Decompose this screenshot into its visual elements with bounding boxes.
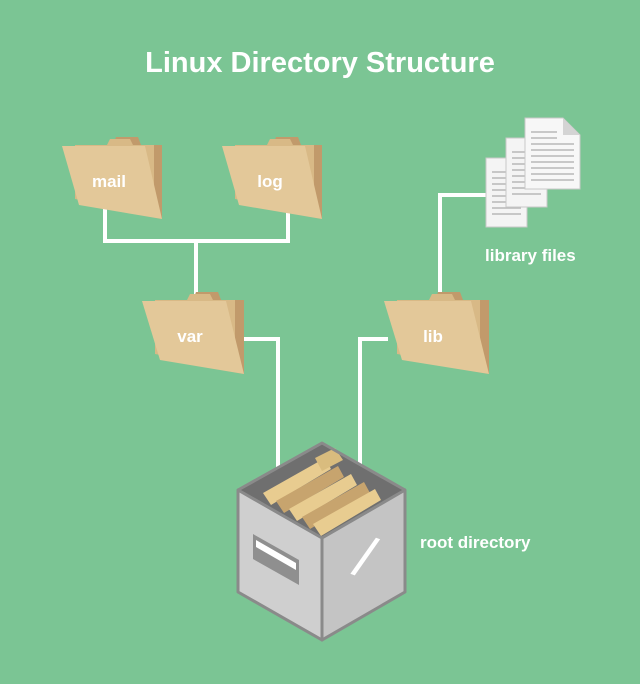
- connector-lines: [103, 188, 487, 472]
- box-file-tabs: [263, 448, 381, 536]
- diagram-title: Linux Directory Structure: [145, 47, 495, 79]
- folder-label-log: log: [257, 172, 283, 191]
- connector-lib-files: [438, 193, 487, 294]
- document-front-icon: [524, 117, 581, 190]
- folder-icon-log[interactable]: log: [222, 137, 322, 219]
- folder-icon-lib[interactable]: lib: [384, 292, 489, 374]
- folder-icon-mail[interactable]: mail: [62, 137, 162, 219]
- connector-lib-root: [358, 337, 388, 472]
- connector-var-root: [241, 337, 280, 472]
- library-files-icon[interactable]: [485, 117, 581, 228]
- root-directory-label: root directory: [420, 533, 531, 552]
- folder-icon-var[interactable]: var: [142, 292, 244, 374]
- folder-label-mail: mail: [92, 172, 126, 191]
- library-files-label: library files: [485, 246, 576, 265]
- folder-label-var: var: [177, 327, 203, 346]
- folder-label-lib: lib: [423, 327, 443, 346]
- root-directory-box-icon[interactable]: /: [236, 441, 407, 642]
